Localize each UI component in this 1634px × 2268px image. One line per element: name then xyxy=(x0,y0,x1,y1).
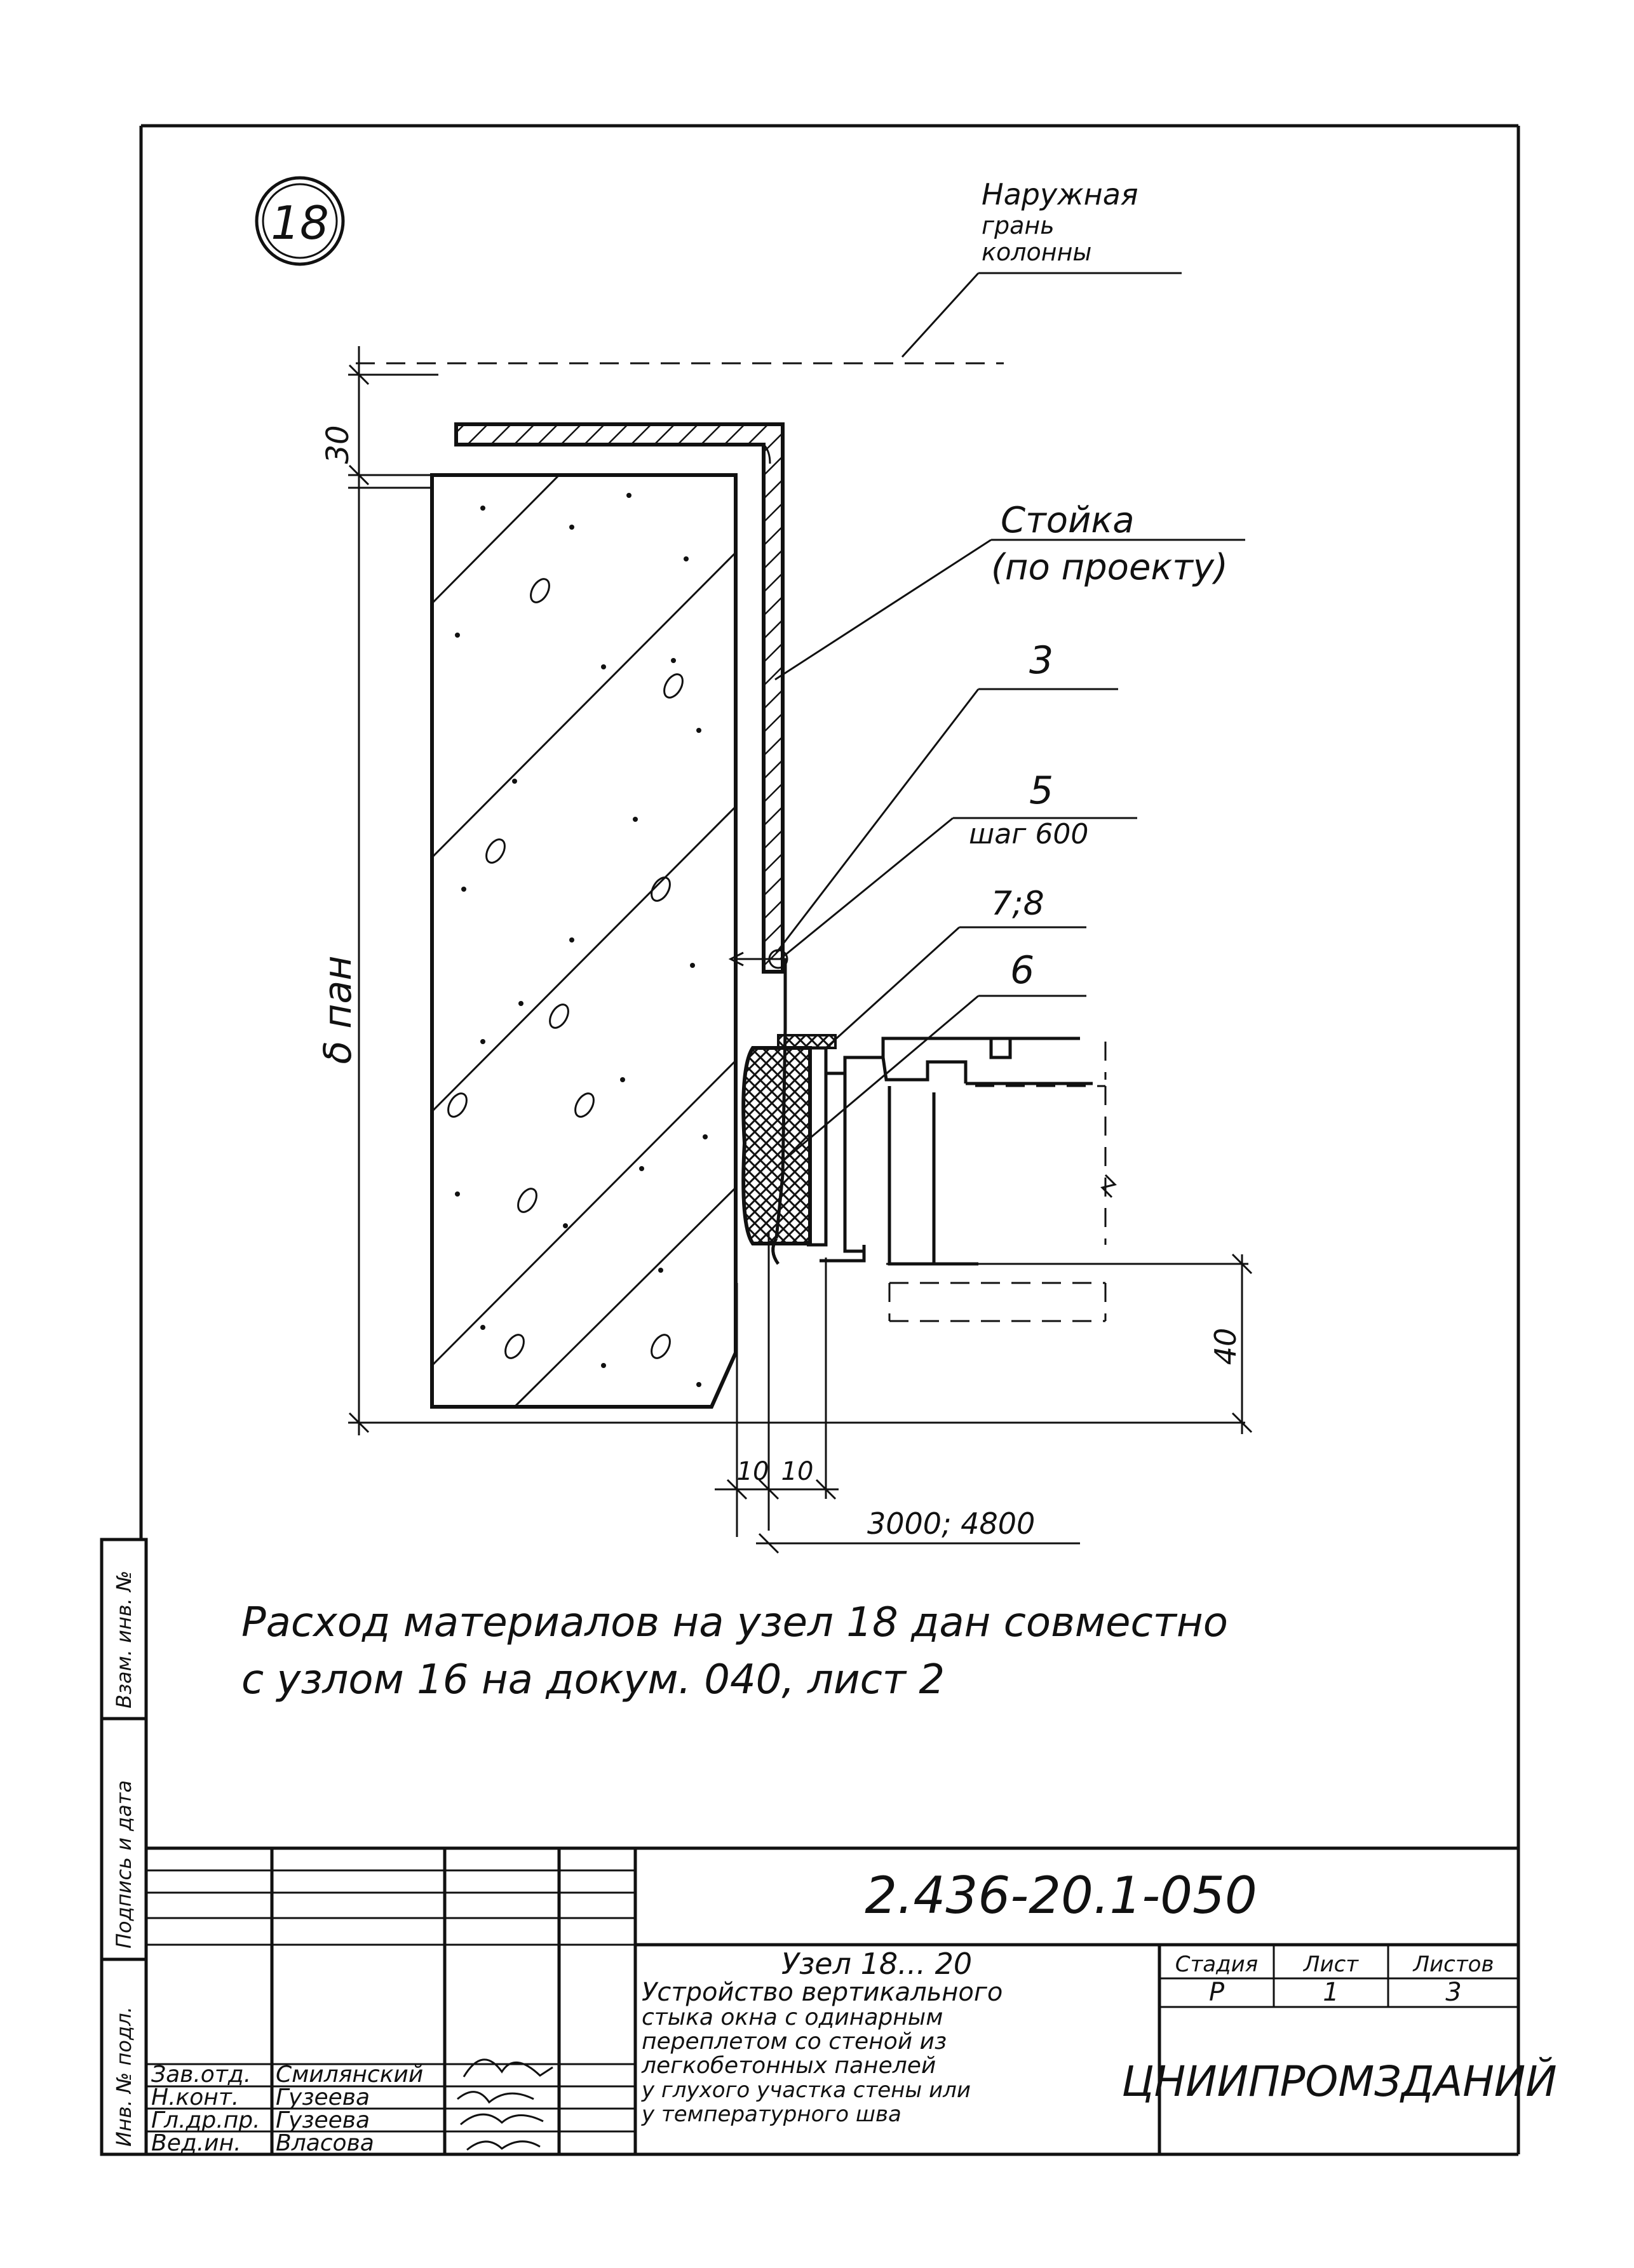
material-note-line-1: Расход материалов на узел 18 дан совмест… xyxy=(241,1599,1228,1646)
signer-name-3: Гузеева xyxy=(276,2107,370,2133)
signer-role-2: Н.конт. xyxy=(151,2084,239,2110)
signer-name-2: Гузеева xyxy=(276,2084,370,2110)
signer-name-1: Смилянский xyxy=(276,2062,423,2088)
panel-hatching xyxy=(431,474,737,1408)
document-code: 2.436-20.1-050 xyxy=(865,1866,1257,1925)
title-line-3: стыка окна с одинарным xyxy=(642,2004,943,2030)
material-note: Расход материалов на узел 18 дан совмест… xyxy=(241,1599,1228,1703)
outer-face-label-1: Наружная xyxy=(982,177,1138,211)
sealant-gasket xyxy=(741,1046,812,1245)
node-number-badge: 18 xyxy=(255,176,345,266)
panel-aggregate-dots xyxy=(455,493,708,1387)
sheets-value: 3 xyxy=(1445,1978,1461,2007)
item-5-note: шаг 600 xyxy=(969,818,1088,850)
outer-face-callout: Наружная грань колонны xyxy=(356,177,1182,365)
item-6-label: 6 xyxy=(1010,948,1034,993)
title-line-5: легкобетонных панелей xyxy=(641,2053,936,2079)
item-7-8-label: 7;8 xyxy=(991,885,1044,923)
dim-panel-thickness: δ пан xyxy=(316,955,360,1064)
title-line-7: у температурного шва xyxy=(641,2102,901,2127)
signer-name-4: Власова xyxy=(276,2130,374,2156)
signer-role-3: Гл.др.пр. xyxy=(151,2107,260,2133)
title-line-2: Устройство вертикального xyxy=(642,1978,1003,2007)
window-frame-profile xyxy=(741,959,1117,1322)
side-stamp-inventory: Инв. № подл. xyxy=(112,2006,136,2147)
post-label-2: (по проекту) xyxy=(991,547,1228,588)
title-line-6: у глухого участка стены или xyxy=(641,2077,971,2103)
post-label-1: Стойка xyxy=(1001,500,1135,541)
outer-face-label-3: колонны xyxy=(982,238,1091,266)
dim-window-width: 3000; 4800 xyxy=(867,1506,1035,1541)
stage-label: Стадия xyxy=(1175,1952,1258,1977)
side-stamp-signature: Подпись и дата xyxy=(112,1780,136,1949)
dim-gap-a: 10 xyxy=(737,1457,769,1486)
steel-post-angle xyxy=(454,422,785,974)
sheet-label: Лист xyxy=(1302,1952,1359,1977)
title-line-4: переплетом со стеной из xyxy=(642,2029,947,2055)
item-callouts: 3 5 шаг 600 7;8 6 xyxy=(775,638,1137,1164)
sheet-value: 1 xyxy=(1323,1978,1339,2007)
title-line-1: Узел 18... 20 xyxy=(781,1947,972,1981)
node-number: 18 xyxy=(271,196,329,250)
side-stamp: Взам. инв. № Подпись и дата Инв. № подл. xyxy=(100,1538,148,2156)
signer-role-4: Вед.ин. xyxy=(151,2130,241,2156)
dim-gap-b: 10 xyxy=(781,1457,814,1486)
material-note-line-2: с узлом 16 на докум. 040, лист 2 xyxy=(241,1656,945,1703)
stage-value: Р xyxy=(1209,1978,1225,2007)
item-5-label: 5 xyxy=(1029,768,1053,813)
handwritten-signatures xyxy=(457,2058,553,2151)
post-callout: Стойка (по проекту) xyxy=(774,500,1245,681)
item-3-label: 3 xyxy=(1029,638,1053,683)
lightweight-concrete-panel xyxy=(430,473,738,1409)
dim-top-offset: 30 xyxy=(320,425,356,464)
signer-role-1: Зав.отд. xyxy=(151,2062,251,2088)
dim-bottom-offset: 40 xyxy=(1208,1328,1243,1365)
side-stamp-replaces: Взам. инв. № xyxy=(112,1571,136,1708)
outer-face-label-2: грань xyxy=(982,211,1055,239)
panel-aggregate-stones xyxy=(447,578,684,1359)
organization-name: ЦНИИПРОМЗДАНИЙ xyxy=(1121,2057,1556,2106)
sheets-label: Листов xyxy=(1412,1952,1494,1977)
title-block: 2.436-20.1-050 Узел 18... 20 Устройство … xyxy=(146,1846,1557,2156)
